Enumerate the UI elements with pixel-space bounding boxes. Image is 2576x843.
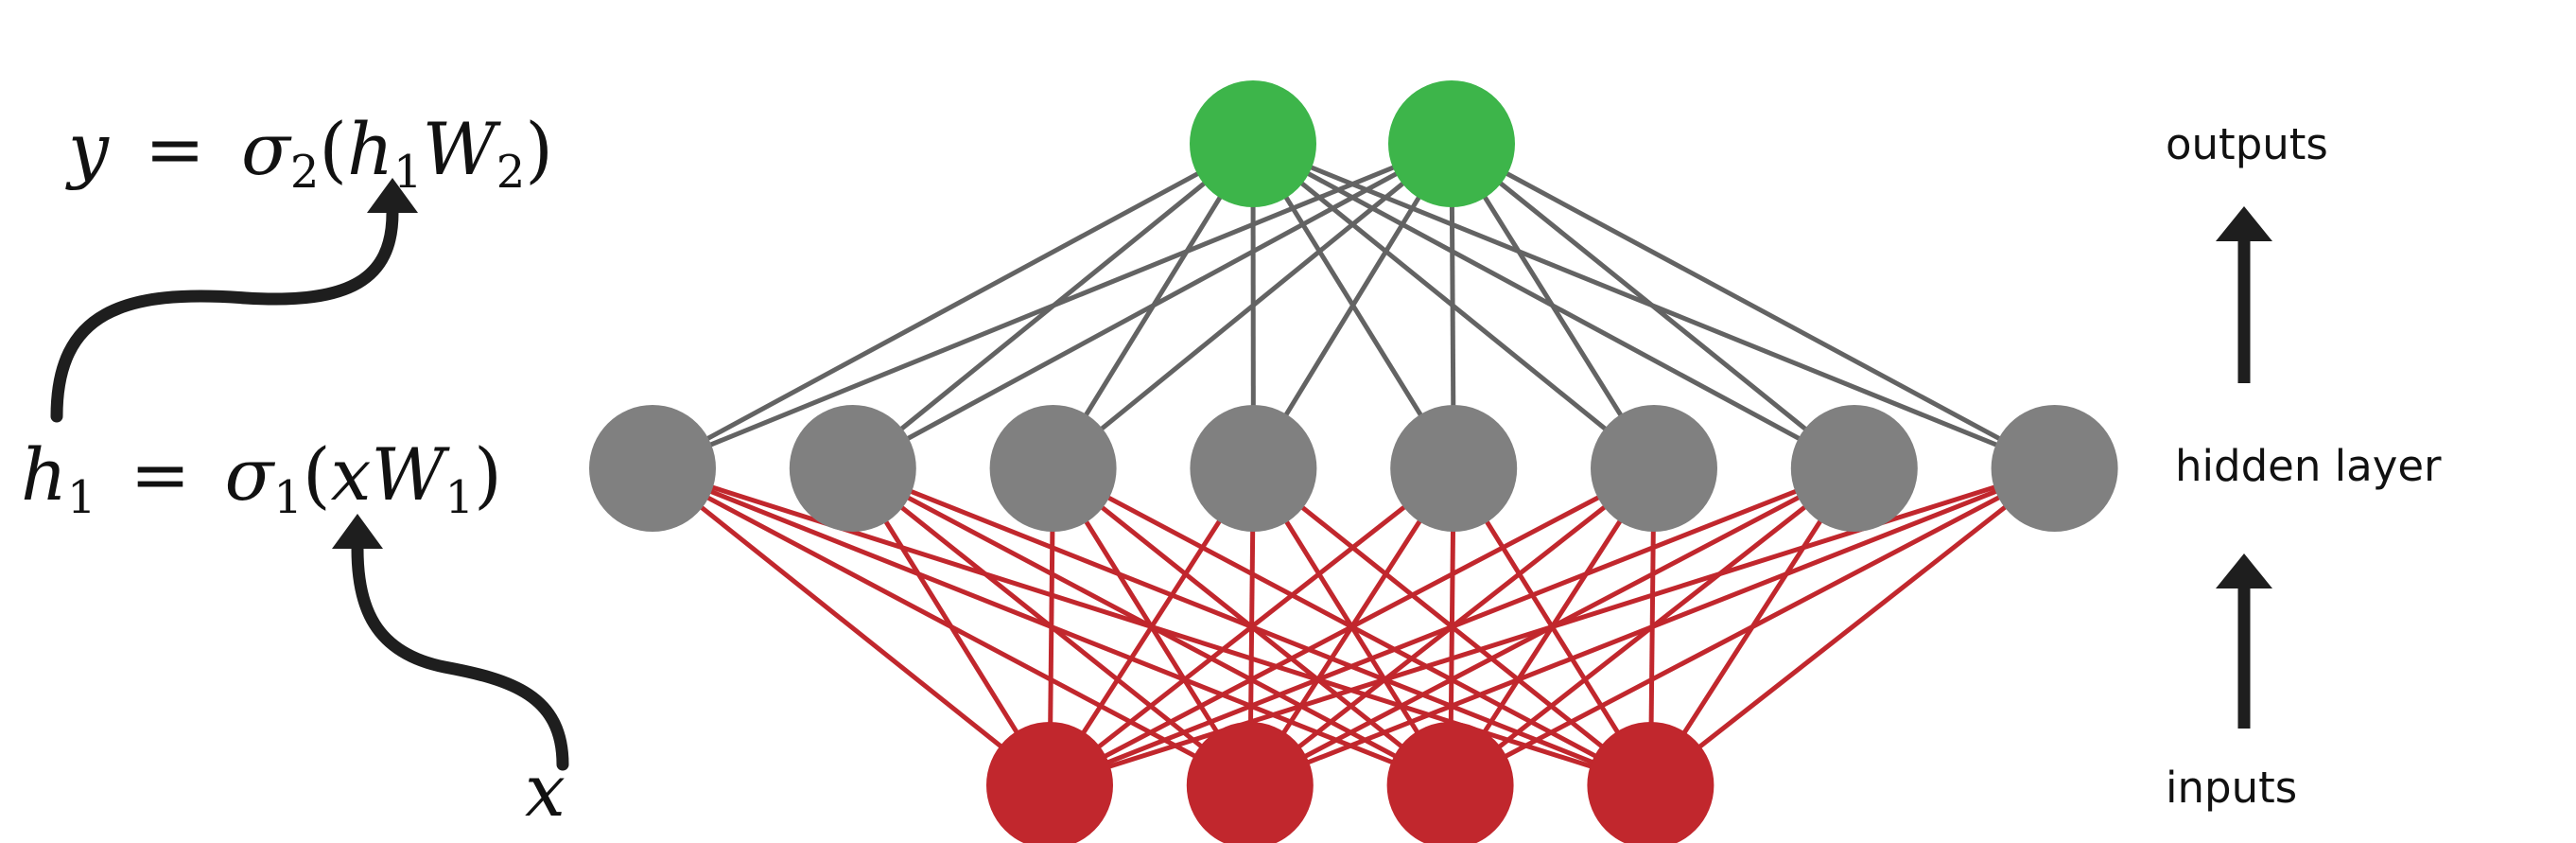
arrow-hidden-to-outputs-head (2216, 206, 2272, 241)
hidden-equation-open: ( (303, 432, 331, 517)
straight-arrows (2216, 206, 2272, 729)
hidden-node-3 (989, 405, 1117, 532)
hidden-node-8 (1991, 405, 2118, 532)
hidden-equation-close: ) (474, 432, 502, 517)
edge-input-4-hidden-8 (1648, 466, 2057, 787)
inputs-label: inputs (2166, 763, 2297, 813)
curved-arrow-hidden-to-output (50, 206, 399, 423)
edge-hidden-8-output-1 (1252, 141, 2056, 471)
hidden-node-2 (789, 405, 916, 532)
hidden-equation-arg2-sub: 1 (445, 471, 475, 524)
hidden-node-6 (1591, 405, 1717, 532)
outputs-label: outputs (2166, 119, 2328, 169)
hidden-equation-fn: σ (225, 432, 276, 517)
edge-hidden-8-output-2 (1450, 141, 2056, 471)
hidden-node-4 (1190, 405, 1317, 532)
edge-input-4-hidden-3 (1052, 465, 1652, 788)
output-equation-close: ) (525, 107, 553, 191)
output-equation-arg1: h (347, 107, 393, 191)
output-equation-fn: σ (241, 107, 292, 191)
edge-hidden-6-output-1 (1251, 142, 1656, 470)
hidden-node-7 (1790, 405, 1918, 532)
hidden-node-5 (1390, 405, 1518, 532)
output-equation: y = σ2(h1W2) (65, 107, 553, 199)
edge-hidden-3-output-1 (1051, 142, 1256, 470)
edge-input-3-hidden-1 (652, 465, 1452, 788)
hidden-equation-lhs-sub: 1 (67, 471, 96, 524)
edge-hidden-5-output-1 (1250, 142, 1456, 470)
output-node-2 (1388, 80, 1515, 207)
hidden-equation-arg2: W (372, 432, 451, 517)
output-equation-lhs: y (65, 107, 110, 191)
output-equation-arg2-sub: 2 (496, 146, 526, 199)
edge-input-4-hidden-2 (851, 465, 1652, 788)
input-node-2 (1186, 722, 1314, 843)
output-node-1 (1190, 80, 1316, 207)
hidden-equation-lhs: h (21, 432, 67, 517)
input-node-1 (986, 722, 1113, 843)
input-node-4 (1587, 722, 1714, 843)
output-equation-fn-sub: 2 (290, 146, 320, 199)
input-layer (986, 722, 1714, 843)
edge-hidden-2-output-1 (851, 142, 1255, 470)
hidden-equation-equals: = (131, 432, 191, 517)
curved-arrow-hidden-to-output-head (367, 178, 418, 213)
output-equation-equals: = (145, 107, 205, 191)
output-equation-arg2: W (423, 107, 502, 191)
input-node-3 (1386, 722, 1514, 843)
hidden-node-1 (589, 405, 716, 532)
hidden-layer (589, 405, 2118, 532)
hidden-equation: h1 = σ1(xW1) (21, 432, 502, 530)
output-layer (1190, 80, 1515, 207)
hidden-layer-label: hidden layer (2175, 441, 2442, 491)
curved-arrow-input-to-hidden (351, 542, 569, 771)
edge-hidden-7-output-1 (1251, 141, 1855, 471)
edge-input-2-hidden-1 (651, 465, 1251, 788)
edge-input-1-hidden-1 (651, 466, 1052, 787)
output-equation-open: ( (319, 107, 347, 191)
curved-arrows (50, 206, 569, 771)
edge-hidden-1-output-1 (651, 141, 1255, 471)
hidden-to-output-connections (651, 141, 2056, 471)
curved-arrow-input-to-hidden-head (332, 514, 383, 549)
hidden-equation-fn-sub: 1 (273, 471, 303, 524)
hidden-equation-arg1: x (331, 432, 372, 517)
arrow-inputs-to-hidden-head (2216, 553, 2272, 588)
edge-input-4-hidden-4 (1251, 466, 1652, 787)
edge-input-4-hidden-1 (652, 465, 1652, 788)
